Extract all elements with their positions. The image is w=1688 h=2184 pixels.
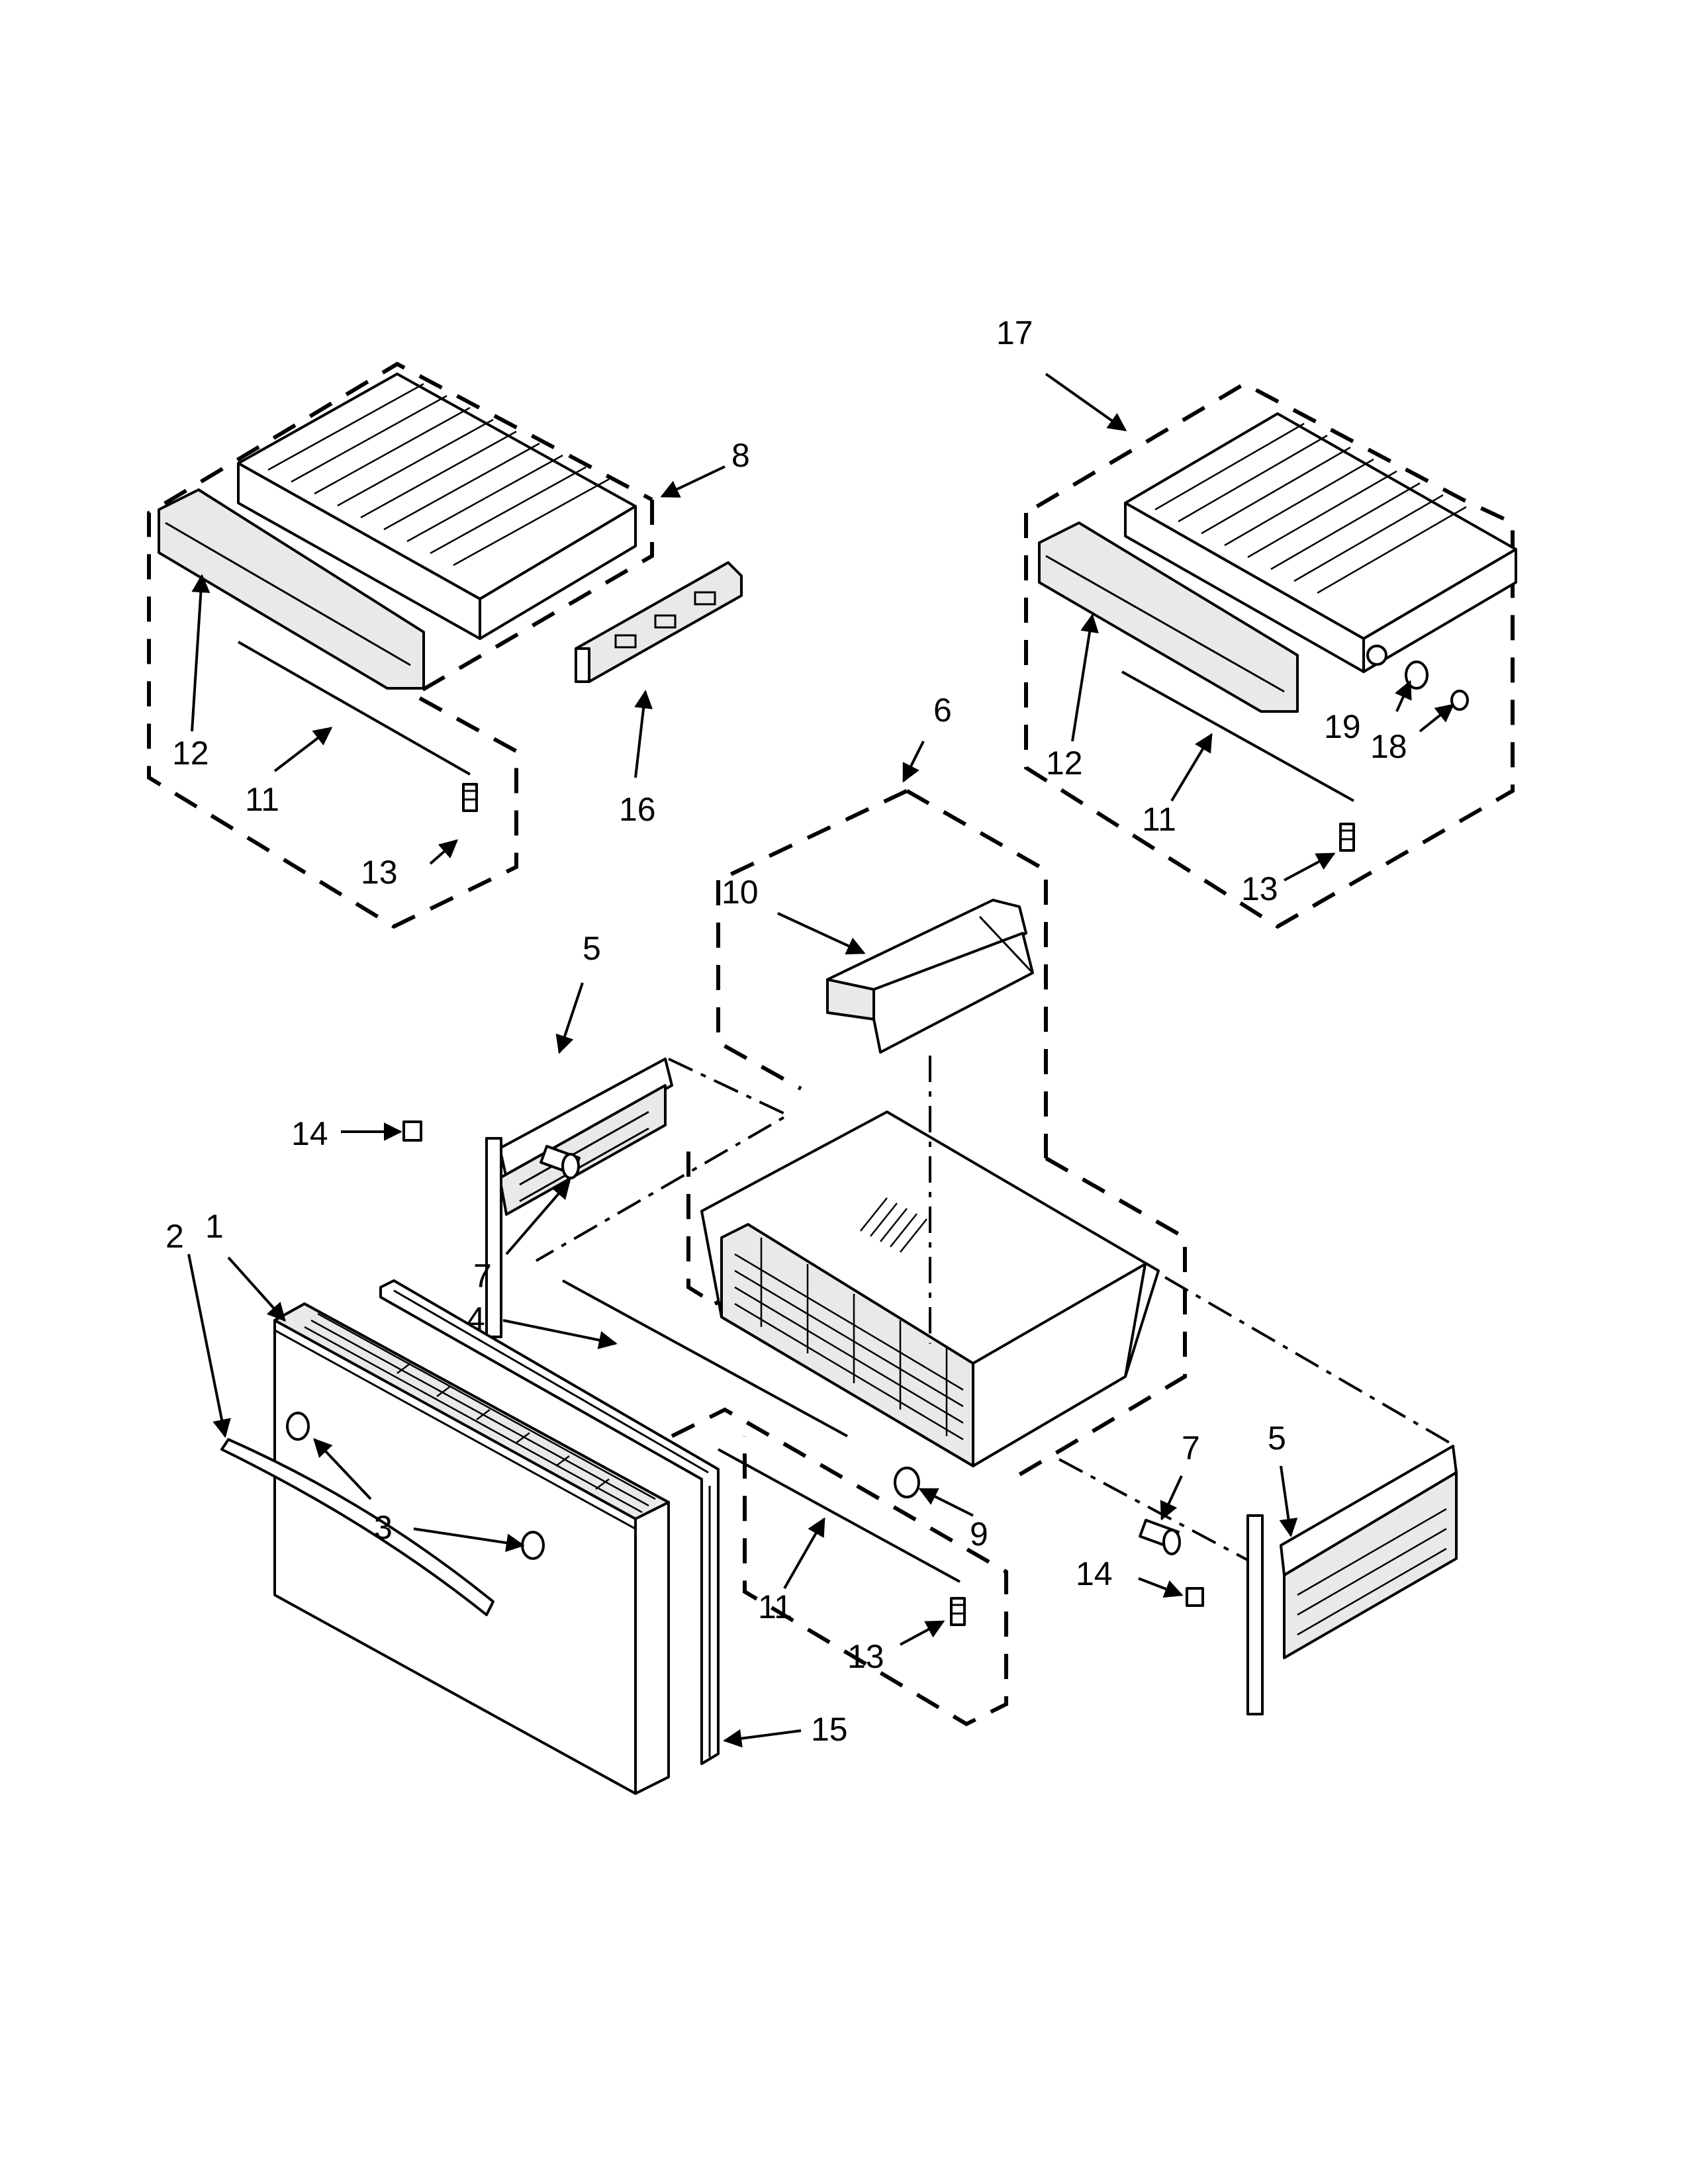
callout-15: 15 [811,1711,848,1748]
callout-labels: 8 17 12 11 13 16 12 11 13 19 18 6 10 5 1… [165,314,1407,1748]
screw-13-right [1339,823,1355,852]
handle-screw-3-lower [521,1531,545,1560]
rail-rod-right [1121,670,1354,802]
rail-rod-lower [718,1448,961,1583]
rod-4 [562,1279,848,1437]
callout-19: 19 [1324,708,1361,745]
right-slide-rail-5 [1246,1445,1458,1715]
top-left-tray [237,373,637,640]
control-module-16 [575,561,743,683]
callout-7-left: 7 [473,1257,492,1295]
lower-rail-dashed-outline [671,1407,1008,1727]
callout-12-left: 12 [172,735,209,772]
door-gasket-15 [379,1279,720,1765]
assembly-6-dashed-outline [716,880,802,1091]
callout-11-left: 11 [245,781,279,818]
callout-14-right: 14 [1076,1555,1113,1592]
clip-14-left [402,1120,422,1142]
callout-7-right: 7 [1182,1430,1200,1467]
top-right-tray [1124,412,1517,673]
callout-11-right: 11 [1142,801,1176,838]
small-bin-10 [826,899,1034,1054]
callout-18: 18 [1370,728,1407,765]
assembly-8-dashed-outline [147,361,654,929]
screw-7-right [1139,1518,1181,1555]
assembly-6-group [535,789,1451,1727]
leader-lines [187,373,1455,1748]
cap-18 [1450,690,1469,711]
callout-2: 2 [165,1218,184,1255]
callout-8: 8 [731,437,750,474]
callout-13-right: 13 [1241,870,1278,907]
tray-front-trim-right [1038,522,1299,713]
clip-14-right [1186,1587,1204,1607]
screw-13-left [462,783,478,812]
callout-10: 10 [722,874,759,911]
bumper-9 [894,1467,920,1498]
tray-front-trim-left [158,488,425,690]
callout-5-left: 5 [583,930,601,967]
screw-13-lower [950,1597,966,1626]
callout-17: 17 [996,314,1033,351]
callout-11-lower: 11 [758,1588,792,1625]
door-handle-2 [220,1438,494,1616]
assembly-17-group [1024,381,1517,929]
callout-1: 1 [205,1208,224,1245]
callout-13-left: 13 [361,854,398,891]
assembly-17-dashed-outline [1024,381,1515,929]
assembly-8-group [147,361,743,929]
callout-4: 4 [467,1300,485,1338]
main-drawer-bin [700,1111,1160,1467]
callout-6: 6 [933,692,952,729]
callout-9: 9 [970,1516,988,1553]
callout-16: 16 [619,791,656,828]
handle-screw-3-upper [286,1412,310,1441]
screw-7-left [539,1144,581,1179]
callout-13-lower: 13 [847,1638,884,1675]
callout-12-right: 12 [1046,745,1083,782]
callout-3: 3 [374,1509,393,1546]
drawer-door-panel-1 [273,1302,670,1795]
callout-5-right: 5 [1268,1420,1286,1457]
left-slide-rail-5 [485,1058,673,1338]
rail-rod-left [238,641,471,776]
callout-14-left: 14 [291,1115,328,1152]
